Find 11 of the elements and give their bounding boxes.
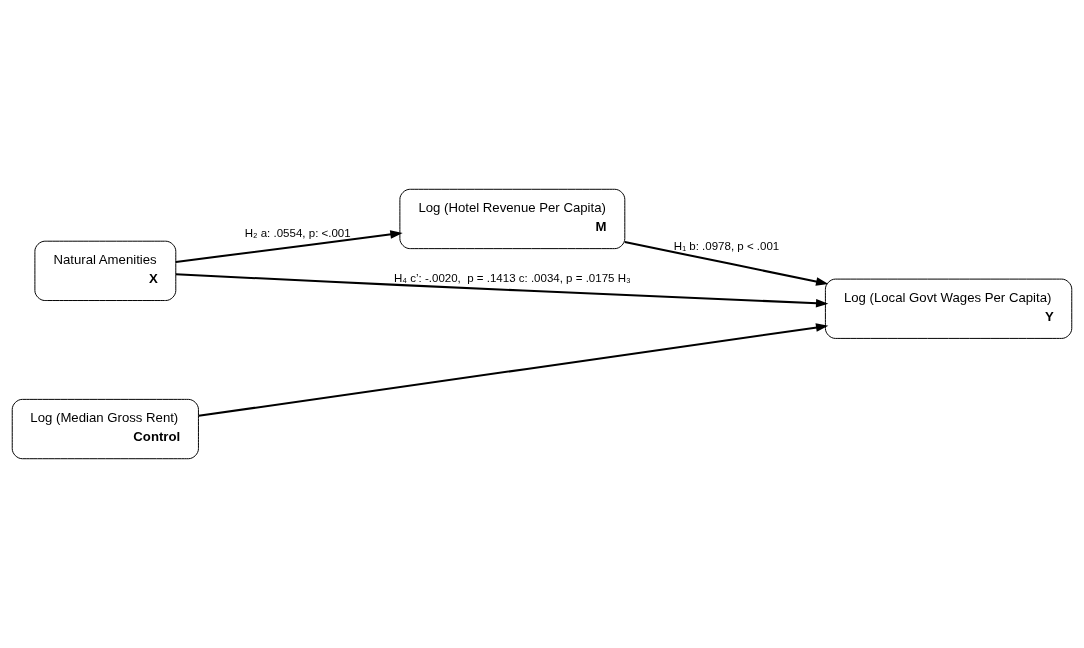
arrow xyxy=(624,241,829,286)
arrow xyxy=(198,323,829,417)
node-box: Log (Hotel Revenue Per Capita) M xyxy=(399,188,626,250)
arrow xyxy=(175,230,403,263)
edge-label: H₁ b: .0978, p < .001 xyxy=(673,240,780,253)
node-box: Log (Median Gross Rent) Control xyxy=(11,398,199,460)
node-box: Log (Local Govt Wages Per Capita) Y xyxy=(824,278,1073,339)
arrow xyxy=(175,273,829,308)
edge-label: H₂ a: .0554, p: <.001 xyxy=(244,227,351,240)
edge-label: H₄ c’: -.0020, p = .1413 c: .0034, p = .0175 H₃ xyxy=(394,271,631,284)
node-box: Natural Amenities X xyxy=(34,240,177,301)
